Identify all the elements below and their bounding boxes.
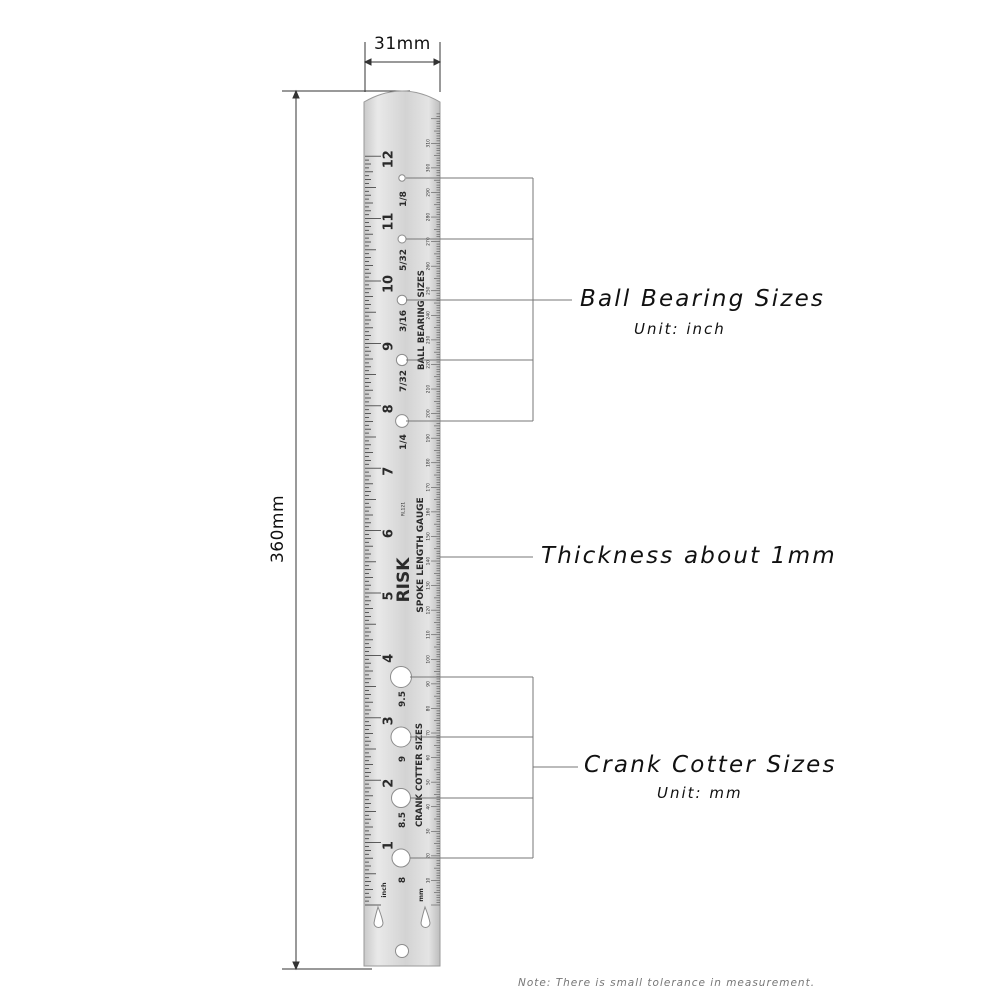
ball-bearing-unit: Unit: inch bbox=[634, 320, 726, 338]
mm-number: 230 bbox=[426, 335, 432, 344]
gauge-title: SPOKE LENGTH GAUGE bbox=[416, 497, 426, 612]
mm-number: 250 bbox=[426, 286, 432, 295]
crank-cotter-leaders bbox=[410, 676, 578, 859]
mm-number: 180 bbox=[426, 458, 432, 467]
ball-bearing-hole bbox=[396, 294, 408, 306]
mount-slot-right bbox=[420, 905, 431, 928]
mm-number: 200 bbox=[426, 409, 432, 418]
inch-number: 9 bbox=[382, 342, 397, 351]
mm-number: 170 bbox=[426, 483, 432, 492]
crank-cotter-hole bbox=[390, 666, 412, 688]
ball-bearing-hole bbox=[398, 174, 406, 182]
crank-cotter-section-label: CRANK COTTER SIZES bbox=[415, 723, 425, 827]
ball-size-label: 1/4 bbox=[399, 434, 409, 450]
spoke-length-gauge: 1234567891011121020304050607080901001101… bbox=[363, 90, 441, 967]
crank-size-label: 9.5 bbox=[398, 691, 408, 707]
inch-number: 12 bbox=[382, 150, 397, 168]
inch-number: 4 bbox=[382, 654, 397, 663]
ball-bearing-hole bbox=[397, 234, 407, 244]
hang-hole bbox=[395, 944, 409, 958]
length-dimension bbox=[282, 89, 410, 971]
mm-number: 30 bbox=[426, 828, 432, 834]
crank-cotter-unit: Unit: mm bbox=[657, 784, 743, 802]
mm-number: 60 bbox=[426, 755, 432, 761]
ball-bearing-leaders bbox=[406, 177, 572, 422]
inch-number: 3 bbox=[382, 716, 397, 725]
mm-number: 190 bbox=[426, 434, 432, 443]
mm-number: 210 bbox=[426, 385, 432, 394]
mm-number: 260 bbox=[426, 262, 432, 271]
inch-number: 11 bbox=[382, 213, 397, 231]
crank-cotter-hole bbox=[391, 848, 411, 868]
ball-size-label: 1/8 bbox=[399, 191, 409, 207]
width-dimension bbox=[363, 42, 442, 92]
inch-number: 1 bbox=[382, 841, 397, 850]
crank-size-label: 8.5 bbox=[398, 812, 408, 828]
mount-slot-left bbox=[373, 905, 384, 928]
crank-size-label: 9 bbox=[398, 756, 408, 762]
mm-number: 90 bbox=[426, 681, 432, 687]
mm-number: 240 bbox=[426, 311, 432, 320]
mm-number: 50 bbox=[426, 779, 432, 785]
mm-number: 100 bbox=[426, 655, 432, 664]
mm-number: 120 bbox=[426, 606, 432, 615]
ball-bearing-section-label: BALL BEARING SIZES bbox=[417, 270, 427, 370]
ball-bearing-hole bbox=[395, 353, 409, 367]
mm-number: 160 bbox=[426, 507, 432, 516]
mm-number: 140 bbox=[426, 557, 432, 566]
mm-number: 310 bbox=[426, 139, 432, 148]
inch-number: 6 bbox=[382, 529, 397, 538]
model-number: RL121 bbox=[401, 502, 407, 516]
inch-number: 10 bbox=[382, 275, 397, 293]
thickness-title: Thickness about 1mm bbox=[541, 543, 837, 569]
ball-size-label: 5/32 bbox=[399, 249, 409, 271]
inch-number: 2 bbox=[382, 779, 397, 788]
brand-logo: RISK bbox=[394, 557, 414, 603]
crank-cotter-hole bbox=[391, 788, 411, 808]
mm-number: 220 bbox=[426, 360, 432, 369]
ball-size-label: 3/16 bbox=[399, 310, 409, 332]
inch-unit-label: inch bbox=[380, 882, 388, 898]
ball-bearing-title: Ball Bearing Sizes bbox=[580, 286, 826, 312]
mm-number: 290 bbox=[426, 188, 432, 197]
mm-number: 80 bbox=[426, 705, 432, 711]
crank-size-label: 8 bbox=[398, 877, 408, 883]
tolerance-note: Note: There is small tolerance in measur… bbox=[518, 977, 816, 989]
ball-size-label: 7/32 bbox=[399, 370, 409, 392]
inch-number: 7 bbox=[382, 467, 397, 476]
mm-number: 130 bbox=[426, 581, 432, 590]
mm-unit-label: mm bbox=[417, 888, 425, 902]
mm-number: 110 bbox=[426, 630, 432, 639]
inch-number: 8 bbox=[382, 404, 397, 413]
inch-number: 5 bbox=[382, 591, 397, 600]
mm-number: 280 bbox=[426, 213, 432, 222]
mm-number: 40 bbox=[426, 804, 432, 810]
mm-number: 70 bbox=[426, 730, 432, 736]
mm-number: 10 bbox=[426, 877, 432, 883]
mm-number: 300 bbox=[426, 163, 432, 172]
crank-cotter-hole bbox=[390, 726, 412, 748]
mm-number: 20 bbox=[426, 853, 432, 859]
crank-cotter-title: Crank Cotter Sizes bbox=[584, 752, 837, 778]
mm-number: 270 bbox=[426, 237, 432, 246]
mm-number: 150 bbox=[426, 532, 432, 541]
length-label: 360mm bbox=[268, 494, 289, 564]
width-label: 31mm bbox=[374, 34, 431, 54]
